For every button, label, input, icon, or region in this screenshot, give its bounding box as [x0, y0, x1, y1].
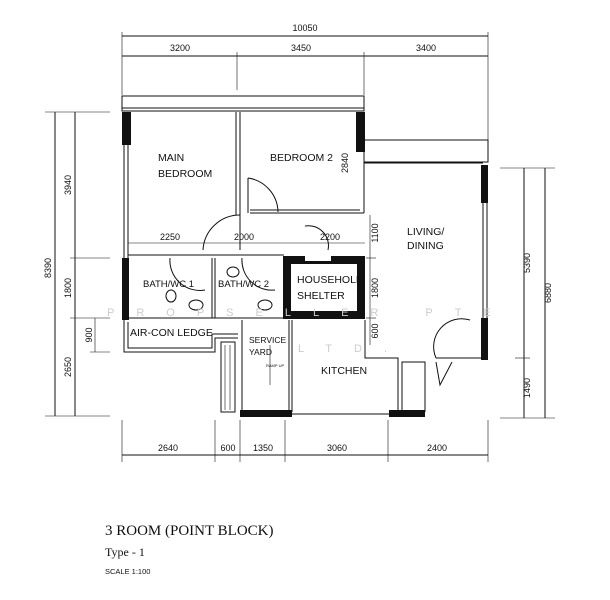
plan-title: 3 ROOM (POINT BLOCK) — [105, 523, 273, 539]
dim-top-2: 3450 — [291, 43, 311, 53]
room-bath-wc-2: BATH/WC 2 — [218, 279, 269, 290]
dim-top-1: 3200 — [170, 43, 190, 53]
dim-left-total: 8390 — [43, 258, 53, 278]
room-bedroom-2: BEDROOM 2 — [270, 152, 333, 164]
room-air-con-ledge: AIR-CON LEDGE — [130, 327, 213, 339]
room-main-bedroom-line1: MAIN — [158, 152, 184, 164]
dim-top-3: 3400 — [416, 43, 436, 53]
dim-inner-v2: 1800 — [370, 278, 380, 298]
watermark-line2: LTD. — [298, 343, 409, 355]
plan-type: Type - 1 — [105, 545, 145, 559]
bottom-dimensions: 2640 600 1350 3060 2400 — [121, 420, 489, 462]
room-bath-wc-1: BATH/WC 1 — [143, 279, 194, 290]
dim-top-total: 10050 — [292, 23, 317, 33]
room-service-yard-line2: YARD — [249, 347, 272, 357]
plan-scale: SCALE 1:100 — [105, 567, 150, 576]
dim-bottom-2: 600 — [220, 443, 235, 453]
room-main-bedroom-line2: BEDROOM — [158, 168, 212, 180]
left-dimensions: 8390 3940 1800 2650 900 — [43, 111, 110, 417]
ramp-up-label: RAMP UP — [266, 363, 284, 368]
room-service-yard-line1: SERVICE — [249, 335, 286, 345]
dim-inner-2: 2000 — [234, 232, 254, 242]
dim-inner-3: 2200 — [320, 232, 340, 242]
dim-inner-v3: 600 — [370, 323, 380, 338]
dim-left-3: 2650 — [63, 357, 73, 377]
room-household-shelter-line1: HOUSEHOLD — [297, 274, 364, 286]
room-living-line1: LIVING/ — [407, 226, 444, 238]
dim-left-1: 3940 — [63, 175, 73, 195]
room-household-shelter-line2: SHELTER — [297, 290, 345, 302]
dim-bottom-5: 2400 — [427, 443, 447, 453]
room-kitchen: KITCHEN — [321, 365, 367, 377]
walls — [121, 95, 489, 417]
dim-bottom-4: 3060 — [327, 443, 347, 453]
right-dimensions: 6880 5390 1490 — [500, 167, 555, 419]
dim-left-2: 1800 — [63, 278, 73, 298]
dim-inner-1: 2250 — [160, 232, 180, 242]
dim-right-total: 6880 — [543, 283, 553, 303]
dim-ledge: 900 — [84, 327, 94, 342]
dim-right-1: 5390 — [522, 253, 532, 273]
dim-inner-v1: 1100 — [370, 223, 380, 242]
dim-right-2: 1490 — [522, 378, 532, 398]
dim-bedroom2: 2840 — [340, 153, 350, 173]
top-dimensions: 10050 3200 3450 3400 — [121, 23, 489, 140]
dim-bottom-1: 2640 — [158, 443, 178, 453]
room-living-line2: DINING — [407, 240, 444, 252]
watermark-line1: PROPSELLER PTE — [107, 307, 513, 319]
dim-bottom-3: 1350 — [253, 443, 273, 453]
